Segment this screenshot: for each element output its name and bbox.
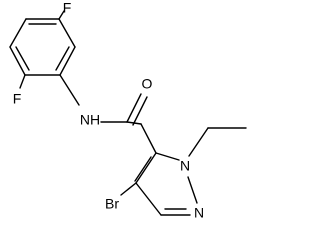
chemical-structure: F F NH O N N Br bbox=[9, 0, 247, 221]
bond-ring-a6-a1 bbox=[9, 18, 27, 48]
bond-ring-to-nh bbox=[59, 74, 80, 106]
bond-c5-c4-inner bbox=[134, 156, 152, 182]
bond-ring-to-fluorine-left bbox=[19, 74, 26, 89]
atom-bromine: Br bbox=[105, 196, 119, 212]
atom-amide-nh: NH bbox=[80, 112, 100, 128]
bond-n2-n1 bbox=[187, 176, 198, 204]
bond-carbonyl-to-o-2 bbox=[132, 96, 148, 126]
bond-carbonyl-to-o-1 bbox=[126, 93, 142, 123]
atom-pyrazole-n2: N bbox=[194, 205, 204, 221]
atom-fluorine-left: F bbox=[13, 91, 22, 107]
atom-fluorine-top: F bbox=[63, 0, 72, 16]
bond-c5-c4 bbox=[135, 152, 157, 184]
bond-ring-inner-3 bbox=[15, 46, 30, 71]
difluorophenyl-ring bbox=[9, 18, 76, 76]
atom-carbonyl-oxygen: O bbox=[142, 76, 153, 92]
bond-ring-inner-2 bbox=[55, 46, 70, 71]
bond-c4-c3 bbox=[135, 182, 162, 216]
bond-ring-a5-a6 bbox=[9, 46, 26, 76]
atom-pyrazole-n1: N bbox=[180, 158, 190, 174]
bond-c4-to-bromine bbox=[120, 182, 137, 196]
bond-ring-a2-a3 bbox=[58, 18, 76, 48]
bond-n1-c5 bbox=[155, 152, 180, 161]
bond-carbonyl-to-pyrazole bbox=[140, 123, 157, 154]
bond-n1-to-ethyl-ch2 bbox=[188, 127, 209, 157]
pyrazole-ring bbox=[134, 152, 198, 216]
bond-ring-to-fluorine-top bbox=[58, 10, 65, 20]
bond-ring-a3-a4 bbox=[59, 46, 76, 76]
